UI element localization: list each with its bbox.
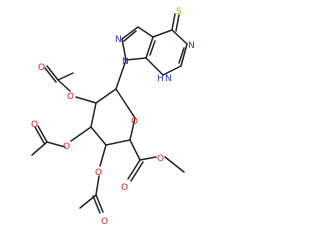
nitrogen-label-glycosidic: N [122, 57, 129, 67]
molecule-structure-diagram: S N N N H N O O O O O O O O O [31, 7, 195, 227]
nh-hydrogen-label: H [157, 74, 164, 84]
acetoxy-2-bonds [31, 125, 92, 156]
oxygen-label-acetoxy3-carbonyl: O [101, 217, 108, 227]
nh-nitrogen-label: N [165, 74, 172, 84]
oxygen-label-acetoxy1-carbonyl: O [38, 63, 45, 73]
nitrogen-label-ring-right: N [188, 41, 195, 51]
acetoxy-3-bonds [79, 144, 107, 214]
oxygen-label-acetoxy3-link: O [95, 168, 102, 178]
methyl-ester-bonds [127, 139, 185, 182]
acetoxy-1-bonds [44, 65, 97, 104]
oxygen-label-acetoxy2-carbonyl: O [31, 120, 38, 130]
oxygen-label-ester-link: O [157, 154, 164, 164]
oxygen-label-acetoxy2-link: O [63, 142, 70, 152]
sugar-ring-bonds [90, 88, 136, 146]
oxygen-label-ring: O [131, 117, 138, 127]
oxygen-label-acetoxy1-link: O [67, 92, 74, 102]
molecule-svg: S N N N H N O O O O O O O O O [31, 7, 195, 227]
purine-ring-bonds [115, 13, 188, 90]
sulfur-label: S [176, 7, 182, 17]
nitrogen-label-top-left: N [115, 35, 122, 45]
atom-labels: S N N N H N O O O O O O O O O [31, 7, 195, 227]
oxygen-label-ester-carbonyl: O [121, 183, 128, 193]
